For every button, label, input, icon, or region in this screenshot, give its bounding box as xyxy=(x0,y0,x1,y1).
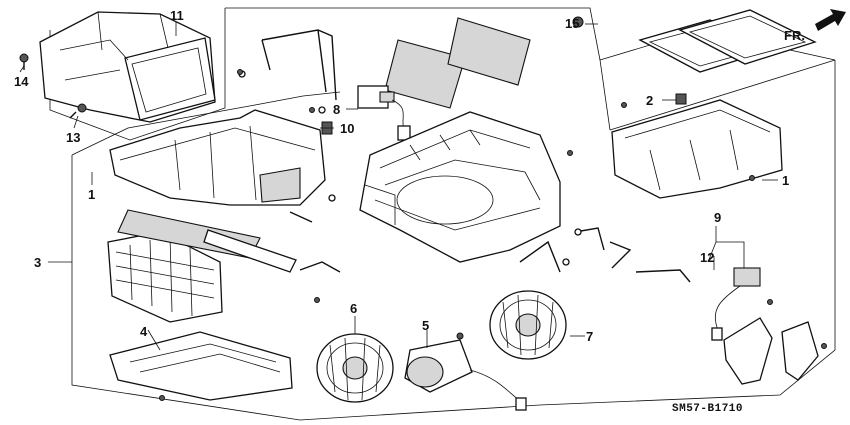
callout-2: 2 xyxy=(646,93,653,108)
callout-8: 8 xyxy=(333,102,340,117)
callout-15: 15 xyxy=(565,16,579,31)
callout-7: 7 xyxy=(586,329,593,344)
callout-14: 14 xyxy=(14,74,29,89)
callout-1-left: 1 xyxy=(88,187,95,202)
mode-door-plate xyxy=(117,209,297,273)
callout-4: 4 xyxy=(140,324,148,339)
leader-lines xyxy=(19,22,778,351)
callout-labels: 11 14 13 1 3 4 5 6 7 8 9 10 12 15 2 1 FR… xyxy=(14,8,805,415)
callout-9: 9 xyxy=(714,210,721,225)
callout-10: 10 xyxy=(340,121,354,136)
clip-part-2 xyxy=(675,93,687,105)
intake-duct-part-11 xyxy=(39,11,216,123)
upper-right-case-part xyxy=(611,99,783,199)
drawing-code: SM57-B1710 xyxy=(672,403,743,415)
callout-5: 5 xyxy=(422,318,429,333)
evaporator-case-upper xyxy=(109,109,326,206)
screw-part-13 xyxy=(69,103,87,119)
callout-13: 13 xyxy=(66,130,80,145)
actuator-part-8 xyxy=(357,85,411,141)
callout-3: 3 xyxy=(34,255,41,270)
power-transistor-part-9 xyxy=(711,267,761,341)
front-direction-label: FR. xyxy=(784,28,805,43)
bracket-lower-right xyxy=(723,317,819,385)
blower-fan-part-7 xyxy=(489,290,567,360)
front-direction-arrow-icon xyxy=(815,9,846,31)
link-levers xyxy=(289,194,691,283)
heater-case-main xyxy=(359,111,561,263)
lower-tray-part-4 xyxy=(109,331,293,401)
filter-frame-upper-right xyxy=(638,9,817,73)
blower-fan-part-6 xyxy=(316,333,394,403)
callout-11: 11 xyxy=(170,8,184,23)
blower-motor-part-5 xyxy=(404,339,527,411)
callout-1-right: 1 xyxy=(782,173,789,188)
callout-12: 12 xyxy=(700,250,714,265)
filter-panel-upper xyxy=(384,17,531,109)
control-rod-linkage xyxy=(238,29,337,114)
grommet-part-15 xyxy=(572,16,584,28)
screw-part-14 xyxy=(19,53,29,70)
loose-screws xyxy=(159,69,827,401)
callout-6: 6 xyxy=(350,301,357,316)
